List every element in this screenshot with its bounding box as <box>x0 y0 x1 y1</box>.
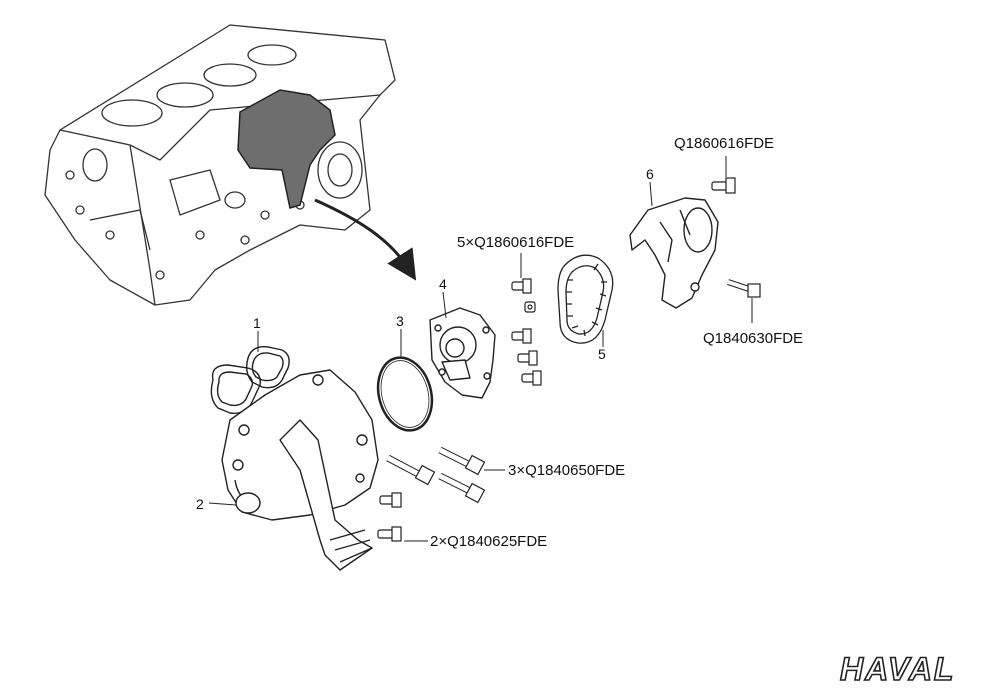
drive-belt-part-5 <box>557 254 614 344</box>
part-number-1: 1 <box>253 315 261 331</box>
water-pump-part-4 <box>429 307 496 399</box>
callout-q1840630fde: Q1840630FDE <box>703 330 804 347</box>
part-number-5: 5 <box>598 346 606 362</box>
part-number-6: 6 <box>646 166 654 182</box>
housing-bolts <box>377 446 486 542</box>
gasket-part-1 <box>210 346 290 414</box>
cover-bolts <box>711 177 761 298</box>
part-number-3: 3 <box>396 313 404 329</box>
highlighted-mounting-area <box>237 89 336 209</box>
belt-cover-part-6 <box>629 197 719 309</box>
part-number-2: 2 <box>196 496 204 512</box>
part-number-4: 4 <box>439 276 447 292</box>
pump-bolts <box>511 278 542 386</box>
haval-logo: HAVAL <box>839 650 955 688</box>
leader-lines <box>208 156 753 542</box>
o-ring-part-3 <box>376 356 434 432</box>
thermostat-housing-part-2 <box>221 369 379 571</box>
engine-block <box>44 24 396 306</box>
haval-logo-text: HAVAL <box>840 651 955 687</box>
direction-arrow <box>314 198 417 281</box>
callout-5x-q1860616fde: 5×Q1860616FDE <box>457 234 575 251</box>
callout-3x-q1840650fde: 3×Q1840650FDE <box>508 462 626 479</box>
callout-2x-q1840625fde: 2×Q1840625FDE <box>430 533 548 550</box>
callout-q1860616fde: Q1860616FDE <box>674 135 775 152</box>
